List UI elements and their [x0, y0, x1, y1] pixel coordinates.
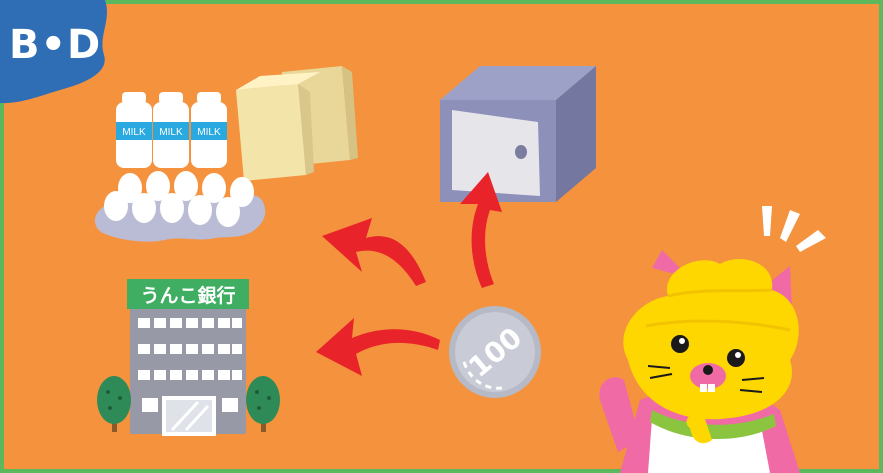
arrow-icon	[322, 218, 426, 286]
safe-box-icon	[440, 66, 596, 202]
milk-label-3: MILK	[197, 127, 221, 138]
arrow-icon	[316, 318, 440, 376]
badge-label: B•D	[9, 22, 99, 68]
bank-sign: うんこ銀行	[140, 284, 235, 307]
milk-label-1: MILK	[122, 127, 146, 138]
paper-bag-icon	[236, 66, 358, 181]
tree-icon	[246, 376, 280, 432]
coin-icon: 100	[449, 306, 541, 398]
poop-cat-character	[599, 250, 800, 473]
milk-bottle-icon: MILK	[191, 92, 227, 168]
bank-building-icon: うんこ銀行	[127, 279, 249, 434]
milk-bottle-icon: MILK	[116, 92, 152, 168]
tree-icon	[97, 376, 131, 432]
milk-label-2: MILK	[159, 127, 183, 138]
surprise-lines	[762, 206, 826, 252]
egg-tray-icon	[95, 171, 265, 242]
groceries-group: MILK MILK MILK	[95, 66, 358, 242]
milk-bottle-icon: MILK	[153, 92, 189, 168]
